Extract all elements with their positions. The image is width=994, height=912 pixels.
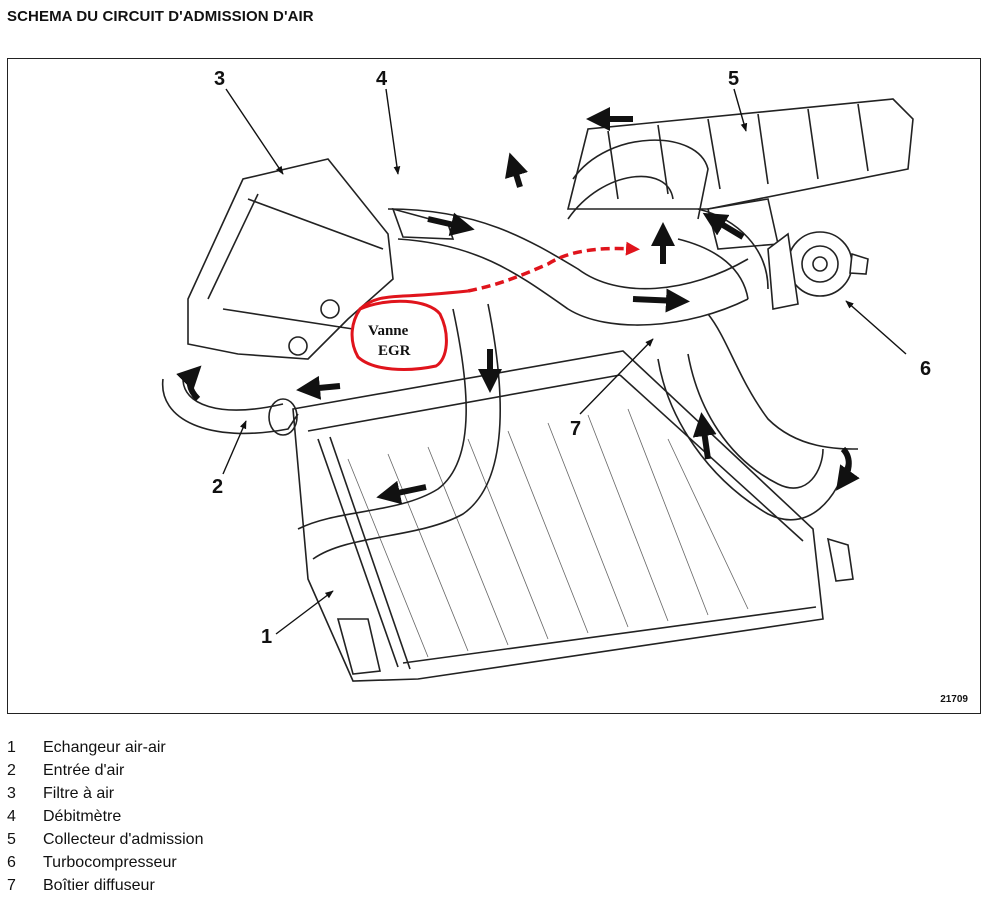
legend-number: 5 (7, 831, 16, 848)
egr-label-line2: EGR (378, 343, 411, 359)
flow-arrows (176, 107, 860, 505)
intake-circuit-diagram: 3 4 5 6 7 2 1 Vanne EGR (161, 68, 931, 682)
legend-label: Entrée d'air (43, 762, 125, 779)
callout-2: 2 (212, 476, 223, 498)
legend-item: 3 Filtre à air (7, 782, 203, 805)
legend-label: Débitmètre (43, 808, 122, 825)
egr-path-solid (358, 289, 469, 311)
figure-id: 21709 (940, 694, 968, 705)
legend-label: Collecteur d'admission (43, 831, 204, 848)
legend-label: Turbocompresseur (43, 854, 177, 871)
turbocharger-drawing (767, 231, 869, 310)
leader-lines (222, 88, 907, 635)
legend-number: 4 (7, 808, 16, 825)
intercooler-drawing (292, 350, 854, 682)
callout-4: 4 (376, 68, 388, 90)
legend-number: 7 (7, 877, 16, 894)
egr-path-dashed (467, 241, 640, 293)
legend-number: 6 (7, 854, 16, 871)
legend-label: Echangeur air-air (43, 739, 166, 756)
legend-label: Boîtier diffuseur (43, 877, 155, 894)
legend-label: Filtre à air (43, 785, 115, 802)
legend-item: 1 Echangeur air-air (7, 736, 203, 759)
legend-number: 3 (7, 785, 16, 802)
egr-circle (350, 299, 448, 371)
legend-number: 1 (7, 739, 16, 756)
diagram-frame: 3 4 5 6 7 2 1 Vanne EGR 21709 (7, 58, 981, 714)
legend: 1 Echangeur air-air 2 Entrée d'air 3 Filtre… (7, 736, 203, 897)
callout-6: 6 (920, 358, 931, 380)
legend-item: 7 Boîtier diffuseur (7, 874, 203, 897)
legend-item: 6 Turbocompresseur (7, 851, 203, 874)
legend-item: 2 Entrée d'air (7, 759, 203, 782)
legend-number: 2 (7, 762, 16, 779)
page-title: SCHEMA DU CIRCUIT D'ADMISSION D'AIR (7, 8, 314, 25)
callout-5: 5 (728, 68, 739, 90)
callout-1: 1 (261, 626, 272, 648)
egr-annotation: Vanne EGR (350, 241, 640, 371)
callout-3: 3 (214, 68, 225, 90)
egr-label-line1: Vanne (368, 323, 409, 339)
callout-7: 7 (570, 418, 581, 440)
legend-item: 4 Débitmètre (7, 805, 203, 828)
air-filter-drawing (187, 158, 455, 360)
legend-item: 5 Collecteur d'admission (7, 828, 203, 851)
